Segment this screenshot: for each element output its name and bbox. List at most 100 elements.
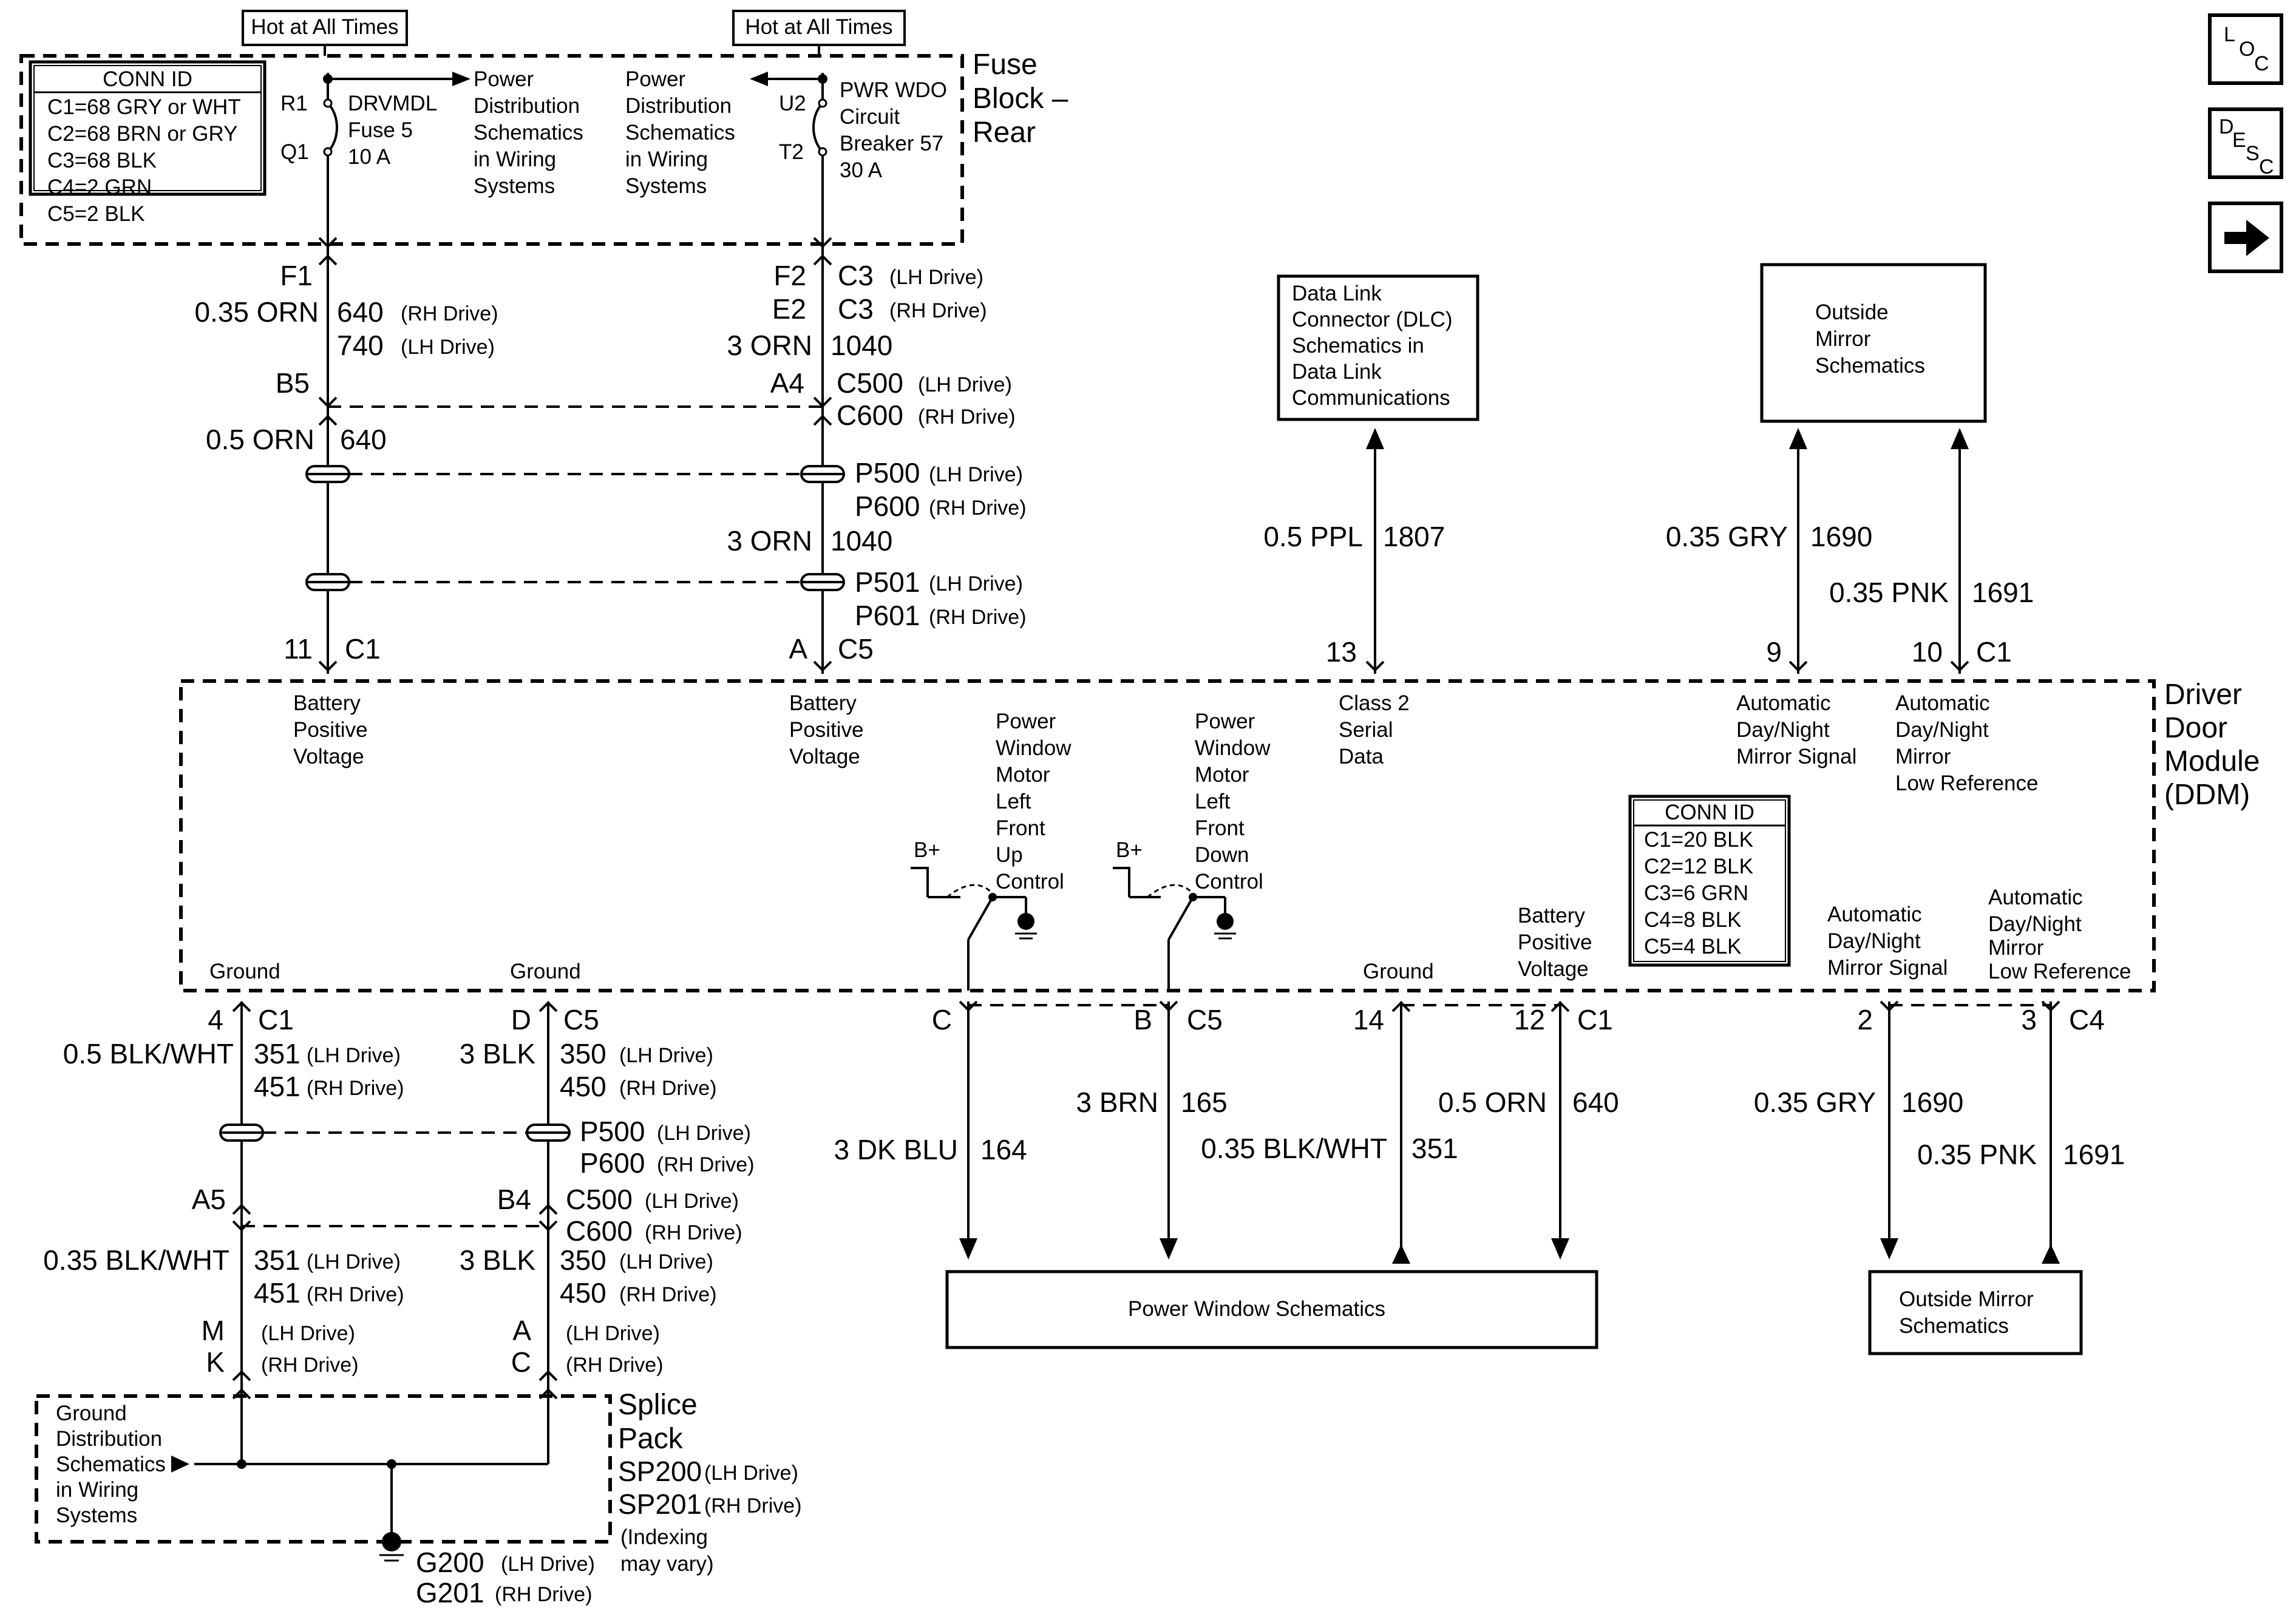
circuits-164-165-351-640: C B C5 3 DK BLU 164 3 BRN 165 14 12 C1 0… bbox=[834, 1000, 1619, 1264]
svg-text:Day/Night: Day/Night bbox=[1736, 718, 1830, 742]
ddm-label-down-control: Power Window Motor Left Front Down Contr… bbox=[1195, 710, 1271, 893]
svg-text:3 ORN: 3 ORN bbox=[727, 330, 812, 361]
svg-text:0.5 ORN: 0.5 ORN bbox=[1438, 1086, 1547, 1118]
svg-text:C2=68 BRN or GRY: C2=68 BRN or GRY bbox=[47, 122, 238, 146]
next-button[interactable] bbox=[2208, 202, 2283, 273]
svg-text:Positive: Positive bbox=[789, 718, 864, 742]
svg-text:Front: Front bbox=[1195, 816, 1245, 840]
ddm-label-battery-positive-voltage-c1-12: Battery Positive Voltage bbox=[1518, 904, 1592, 981]
power-window-schematics-box[interactable]: Power Window Schematics bbox=[945, 1270, 1598, 1349]
svg-text:450: 450 bbox=[560, 1277, 606, 1309]
svg-text:(LH Drive): (LH Drive) bbox=[566, 1322, 660, 1345]
svg-text:Hot at All Times: Hot at All Times bbox=[251, 15, 398, 39]
svg-text:13: 13 bbox=[1326, 636, 1357, 668]
svg-text:Door: Door bbox=[2164, 712, 2227, 744]
svg-text:G200: G200 bbox=[416, 1547, 484, 1578]
svg-text:Serial: Serial bbox=[1339, 718, 1393, 742]
circuit-1040-upper: F2 E2 C3 (LH Drive) C3 (RH Drive) 3 ORN … bbox=[727, 237, 1027, 674]
svg-text:Ground: Ground bbox=[56, 1402, 127, 1425]
outside-mirror-schematics-box-top[interactable]: Outside Mirror Schematics bbox=[1760, 263, 1987, 423]
ddm-label-ground-c5: Ground bbox=[510, 960, 581, 983]
svg-text:SP200: SP200 bbox=[618, 1456, 702, 1487]
svg-text:S: S bbox=[2246, 142, 2260, 165]
svg-text:640: 640 bbox=[337, 296, 384, 328]
svg-text:0.5 BLK/WHT: 0.5 BLK/WHT bbox=[63, 1038, 234, 1070]
svg-text:G201: G201 bbox=[416, 1577, 484, 1609]
svg-text:C: C bbox=[2254, 52, 2269, 75]
circuit-1690-1691-upper: 0.35 GRY 1690 0.35 PNK 1691 9 10 C1 bbox=[1666, 428, 2034, 674]
dlc-schematics-box[interactable]: Data Link Connector (DLC) Schematics in … bbox=[1277, 274, 1479, 421]
svg-text:Positive: Positive bbox=[1518, 931, 1592, 954]
svg-text:Left: Left bbox=[996, 790, 1031, 813]
svg-text:0.5 ORN: 0.5 ORN bbox=[206, 424, 314, 455]
svg-text:C: C bbox=[511, 1346, 531, 1378]
svg-text:451: 451 bbox=[254, 1277, 301, 1309]
svg-text:Data Link: Data Link bbox=[1292, 282, 1382, 305]
svg-text:K: K bbox=[206, 1346, 225, 1378]
svg-text:351: 351 bbox=[254, 1244, 301, 1276]
svg-text:Circuit: Circuit bbox=[840, 105, 900, 129]
svg-text:in Wiring: in Wiring bbox=[625, 147, 708, 171]
svg-text:C500: C500 bbox=[837, 367, 903, 399]
ddm-label-mirror-signal-top: Automatic Day/Night Mirror Signal bbox=[1736, 691, 1856, 768]
svg-text:Power: Power bbox=[625, 67, 686, 91]
svg-text:0.35 GRY: 0.35 GRY bbox=[1754, 1086, 1876, 1118]
outside-mirror-schematics-box-bottom[interactable]: Outside Mirror Schematics bbox=[1868, 1270, 2083, 1355]
ddm-label-ground-c1: Ground bbox=[209, 960, 280, 983]
svg-text:(LH Drive): (LH Drive) bbox=[619, 1250, 713, 1273]
svg-text:4: 4 bbox=[208, 1004, 223, 1036]
svg-text:Front: Front bbox=[996, 816, 1045, 840]
ddm-label-up-control: Power Window Motor Left Front Up Control bbox=[996, 710, 1072, 893]
svg-text:(LH Drive): (LH Drive) bbox=[889, 266, 983, 289]
svg-text:C3=68 BLK: C3=68 BLK bbox=[47, 149, 157, 172]
svg-text:(LH Drive): (LH Drive) bbox=[704, 1462, 798, 1485]
svg-text:(RH Drive): (RH Drive) bbox=[566, 1354, 664, 1377]
svg-text:L: L bbox=[2224, 23, 2235, 46]
svg-text:2: 2 bbox=[1857, 1004, 1873, 1036]
svg-text:A5: A5 bbox=[192, 1184, 226, 1215]
svg-text:0.35 ORN: 0.35 ORN bbox=[194, 296, 319, 328]
down-control-switch: B+ bbox=[1113, 838, 1236, 991]
svg-text:0.5 PPL: 0.5 PPL bbox=[1263, 521, 1363, 552]
svg-text:351: 351 bbox=[254, 1038, 301, 1070]
svg-text:10 A: 10 A bbox=[348, 145, 391, 169]
circuit-1690-1691-lower: 2 3 C4 0.35 GRY 1690 0.35 PNK 1691 bbox=[1754, 1000, 2125, 1264]
svg-text:A: A bbox=[789, 633, 807, 665]
svg-text:C5: C5 bbox=[838, 633, 874, 665]
svg-text:10: 10 bbox=[1912, 636, 1943, 668]
svg-text:(Indexing: (Indexing bbox=[620, 1525, 708, 1549]
svg-text:DRVMDL: DRVMDL bbox=[348, 92, 437, 115]
svg-text:SP201: SP201 bbox=[618, 1488, 702, 1520]
svg-text:O: O bbox=[2239, 38, 2255, 61]
svg-text:30 A: 30 A bbox=[840, 158, 883, 182]
svg-text:Splice: Splice bbox=[618, 1389, 698, 1421]
loc-button[interactable]: L O C bbox=[2208, 13, 2283, 85]
svg-text:Class 2: Class 2 bbox=[1339, 691, 1410, 715]
svg-text:Day/Night: Day/Night bbox=[1988, 912, 2082, 936]
svg-text:(LH Drive): (LH Drive) bbox=[918, 373, 1012, 396]
svg-text:1040: 1040 bbox=[830, 330, 892, 361]
svg-text:C: C bbox=[932, 1004, 952, 1036]
svg-text:M: M bbox=[202, 1315, 225, 1346]
splice-pack-title: Splice Pack SP200 (LH Drive) SP201 (RH D… bbox=[618, 1389, 802, 1576]
svg-text:Pack: Pack bbox=[618, 1423, 684, 1455]
svg-text:(RH Drive): (RH Drive) bbox=[401, 302, 498, 325]
driver-door-module: Driver Door Module (DDM) Battery Positiv… bbox=[179, 679, 2260, 992]
arrow-right-icon bbox=[2224, 220, 2269, 256]
ddm-label-mirror-low-ref-bottom: Automatic Day/Night Mirror Low Reference bbox=[1988, 886, 2131, 983]
svg-text:3 BRN: 3 BRN bbox=[1076, 1086, 1158, 1118]
svg-text:351: 351 bbox=[1411, 1133, 1458, 1164]
svg-text:350: 350 bbox=[560, 1244, 606, 1276]
svg-text:Low Reference: Low Reference bbox=[1895, 771, 2038, 795]
svg-text:3 DK BLU: 3 DK BLU bbox=[834, 1134, 958, 1165]
svg-text:Battery: Battery bbox=[1518, 904, 1585, 927]
ddm-label-class2-serial-data: Class 2 Serial Data bbox=[1339, 691, 1410, 768]
svg-text:(RH Drive): (RH Drive) bbox=[619, 1077, 717, 1100]
desc-button[interactable]: D E S C bbox=[2208, 107, 2283, 179]
svg-text:C5: C5 bbox=[563, 1004, 599, 1036]
svg-text:740: 740 bbox=[337, 330, 384, 361]
svg-text:3 BLK: 3 BLK bbox=[460, 1244, 536, 1276]
svg-text:E: E bbox=[2232, 129, 2246, 152]
fuse-block: Fuse Block – Rear Hot at All Times Hot a… bbox=[19, 10, 1068, 246]
